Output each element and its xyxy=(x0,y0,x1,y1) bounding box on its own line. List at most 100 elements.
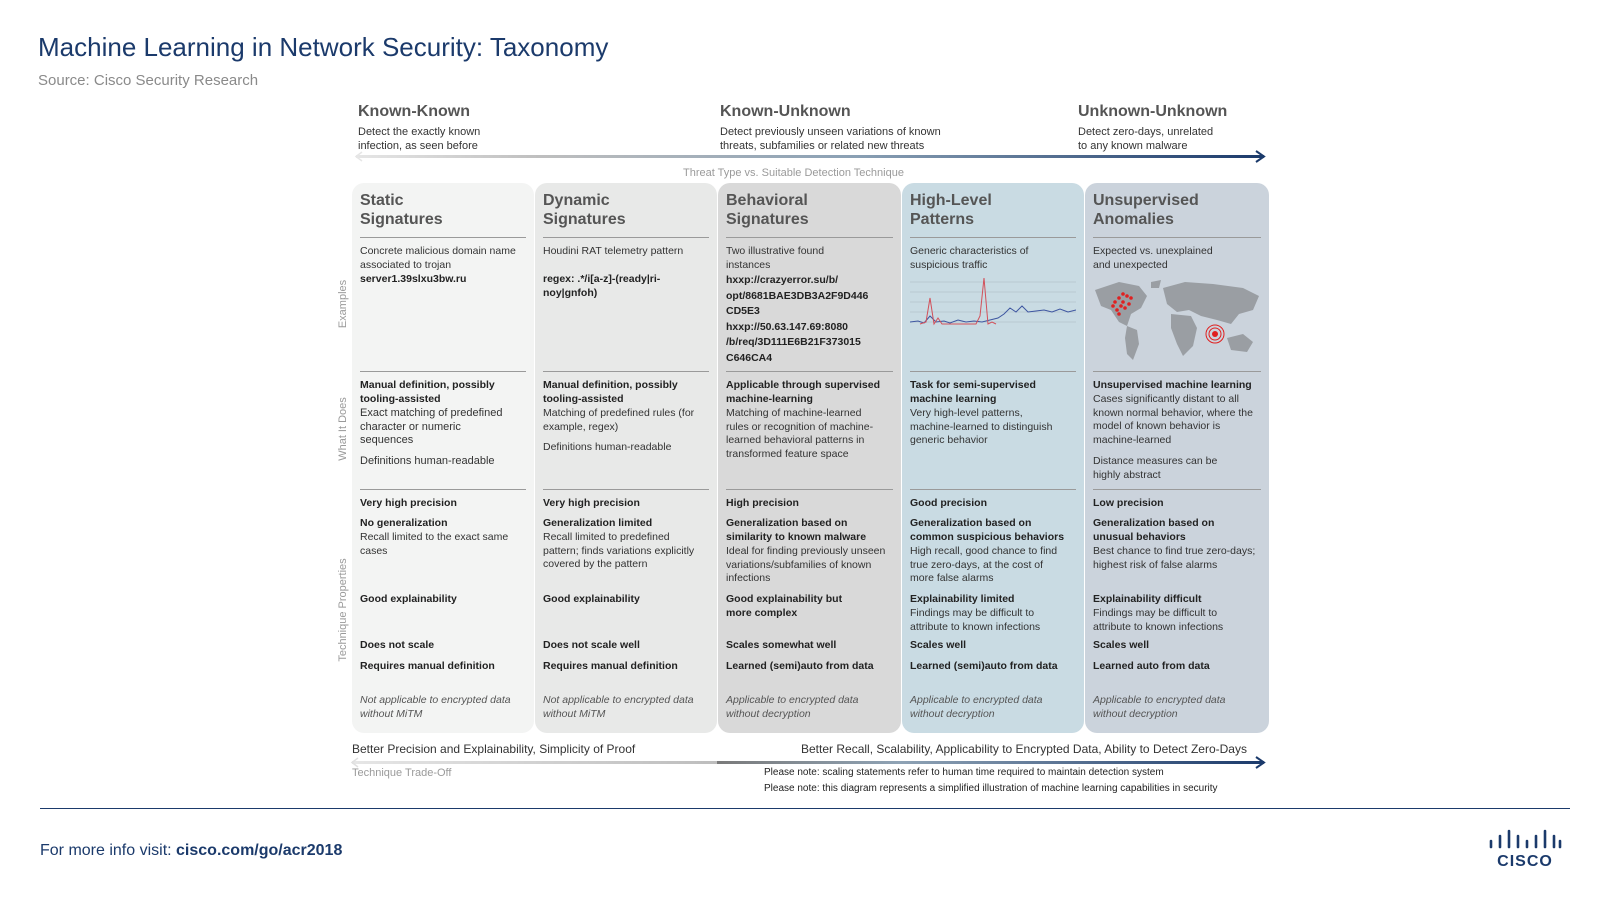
divider xyxy=(726,237,893,238)
explainability-text: Findings may be difficult to attribute t… xyxy=(1093,607,1224,633)
encrypted-applicability: Applicable to encrypted data without dec… xyxy=(726,694,859,720)
threat-axis-arrow xyxy=(354,150,1266,163)
generalization-text: Best chance to find true zero-days; high… xyxy=(1093,545,1256,571)
note-scaling: Please note: scaling statements refer to… xyxy=(764,767,1164,778)
cisco-wordmark: CISCO xyxy=(1497,853,1553,870)
generalization-text: High recall, good chance to find true ze… xyxy=(910,545,1058,585)
scalability: Scales well xyxy=(910,639,967,651)
threat-title: Known-Known xyxy=(358,103,470,120)
divider xyxy=(910,371,1076,372)
tradeoff-axis-caption: Technique Trade-Off xyxy=(352,767,452,779)
example-text: Two illustrative found instances xyxy=(726,245,825,271)
threat-axis-caption: Threat Type vs. Suitable Detection Techn… xyxy=(683,167,904,179)
explainability-bold: Good explainability but more complex xyxy=(726,593,843,619)
learning: Learned (semi)auto from data xyxy=(910,660,1058,672)
divider xyxy=(726,489,893,490)
scalability: Scales somewhat well xyxy=(726,639,837,651)
threat-desc: Detect previously unseen variations of k… xyxy=(720,126,941,152)
row-label-what: What It Does xyxy=(337,397,349,461)
divider xyxy=(1093,371,1261,372)
divider xyxy=(726,371,893,372)
scalability: Does not scale xyxy=(360,639,435,651)
generalization-bold: No generalization xyxy=(360,517,448,529)
learning: Learned (semi)auto from data xyxy=(726,660,874,672)
column-title: High-Level Patterns xyxy=(910,192,992,228)
encrypted-applicability: Not applicable to encrypted data without… xyxy=(543,694,694,720)
threat-known-known: Known-Known Detect the exactly known inf… xyxy=(358,103,480,153)
footer-link[interactable]: cisco.com/go/acr2018 xyxy=(176,842,343,859)
tradeoff-axis-arrow xyxy=(350,756,1266,769)
example-code: regex: .*/i[a-z]-(ready|ri- noy|gnfoh) xyxy=(543,273,661,299)
precision: Low precision xyxy=(1093,497,1164,509)
what-text: Matching of machine-learned rules or rec… xyxy=(726,407,874,460)
what-extra: Definitions human-readable xyxy=(360,455,495,467)
traffic-line-chart-illustration xyxy=(910,278,1076,326)
column-title: Static Signatures xyxy=(360,192,443,228)
what-extra: Definitions human-readable xyxy=(543,441,672,453)
column-unsupervised-anomalies: Unsupervised Anomalies Expected vs. unex… xyxy=(1085,183,1269,733)
column-title: Dynamic Signatures xyxy=(543,192,626,228)
divider xyxy=(360,237,526,238)
divider xyxy=(1093,489,1261,490)
footer-divider xyxy=(40,808,1570,809)
row-label-props: Technique Properties xyxy=(337,558,349,662)
divider xyxy=(910,489,1076,490)
example-code: hxxp://crazyerror.su/b/ opt/8681BAE3DB3A… xyxy=(726,274,869,364)
threat-unknown-unknown: Unknown-Unknown Detect zero-days, unrela… xyxy=(1078,103,1227,153)
threat-title: Unknown-Unknown xyxy=(1078,103,1228,120)
learning: Learned auto from data xyxy=(1093,660,1210,672)
footer-prefix: For more info visit: xyxy=(40,842,177,859)
divider xyxy=(360,371,526,372)
threat-known-unknown: Known-Unknown Detect previously unseen v… xyxy=(720,103,941,153)
column-title: Behavioral Signatures xyxy=(726,192,809,228)
page-subtitle: Source: Cisco Security Research xyxy=(38,72,259,89)
column-behavioral-signatures: Behavioral Signatures Two illustrative f… xyxy=(718,183,901,733)
world-map-icon xyxy=(1095,280,1259,360)
column-title: Unsupervised Anomalies xyxy=(1093,192,1199,228)
explainability-bold: Explainability difficult xyxy=(1093,593,1202,605)
generalization-text: Ideal for finding previously unseen vari… xyxy=(726,545,886,585)
encrypted-applicability: Applicable to encrypted data without dec… xyxy=(1093,694,1226,720)
what-text: Matching of predefined rules (for exampl… xyxy=(543,407,695,433)
footer-info: For more info visit: cisco.com/go/acr201… xyxy=(40,842,342,860)
generalization-bold: Generalization based on similarity to kn… xyxy=(726,517,867,543)
scalability: Scales well xyxy=(1093,639,1150,651)
tradeoff-right-label: Better Recall, Scalability, Applicabilit… xyxy=(801,742,1247,756)
note-simplified: Please note: this diagram represents a s… xyxy=(764,783,1218,794)
generalization-text: Recall limited to the exact same cases xyxy=(360,531,509,557)
encrypted-applicability: Applicable to encrypted data without dec… xyxy=(910,694,1043,720)
encrypted-applicability: Not applicable to encrypted data without… xyxy=(360,694,511,720)
generalization-bold: Generalization limited xyxy=(543,517,653,529)
divider xyxy=(910,237,1076,238)
explainability-bold: Good explainability xyxy=(543,593,640,605)
divider xyxy=(360,489,526,490)
precision: High precision xyxy=(726,497,799,509)
what-text: Cases significantly distant to all known… xyxy=(1093,393,1253,446)
generalization-bold: Generalization based on unusual behavior… xyxy=(1093,517,1215,543)
explainability-bold: Explainability limited xyxy=(910,593,1015,605)
what-text: Very high-level patterns, machine-learne… xyxy=(910,407,1053,447)
what-bold: Applicable through supervised machine-le… xyxy=(726,379,881,405)
column-dynamic-signatures: Dynamic Signatures Houdini RAT telemetry… xyxy=(535,183,717,733)
precision: Very high precision xyxy=(543,497,640,509)
threat-desc: Detect the exactly known infection, as s… xyxy=(358,126,481,152)
what-text: Exact matching of predefined character o… xyxy=(360,407,503,447)
threat-desc: Detect zero-days, unrelated to any known… xyxy=(1078,126,1214,152)
what-bold: Task for semi-supervised machine learnin… xyxy=(910,379,1036,405)
what-extra: Distance measures can be highly abstract xyxy=(1093,455,1218,481)
example-text: Concrete malicious domain name associate… xyxy=(360,245,516,271)
generalization-bold: Generalization based on common suspiciou… xyxy=(910,517,1065,543)
divider xyxy=(543,489,709,490)
learning: Requires manual definition xyxy=(360,660,495,672)
example-text: Expected vs. unexplained and unexpected xyxy=(1093,245,1213,271)
row-label-examples: Examples xyxy=(337,279,349,329)
threat-title: Known-Unknown xyxy=(720,103,851,120)
divider xyxy=(543,371,709,372)
what-bold: Manual definition, possibly tooling-assi… xyxy=(543,379,678,405)
example-code: server1.39slxu3bw.ru xyxy=(360,273,467,285)
generalization-text: Recall limited to predefined pattern; fi… xyxy=(543,531,695,571)
divider xyxy=(543,237,709,238)
page-title: Machine Learning in Network Security: Ta… xyxy=(38,32,609,62)
explainability-bold: Good explainability xyxy=(360,593,457,605)
scalability: Does not scale well xyxy=(543,639,640,651)
